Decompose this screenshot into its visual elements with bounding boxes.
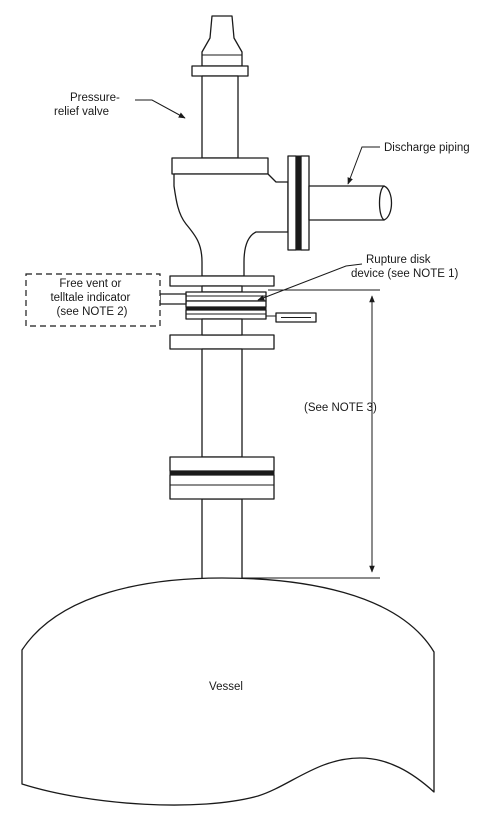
- leader-discharge-piping: [347, 146, 380, 185]
- label-vessel: Vessel: [209, 681, 243, 693]
- leader-pressure-relief-valve: [135, 99, 186, 119]
- telltale-tube: [159, 293, 187, 305]
- valve-cap: [201, 15, 243, 67]
- free-vent-box: [25, 273, 161, 327]
- label-pressure-relief-valve: Pressure- relief valve: [54, 92, 123, 118]
- label-discharge-piping: Discharge piping: [384, 142, 470, 154]
- label-free-vent: Free vent or telltale indicator (see NOT…: [50, 278, 133, 318]
- valve-bonnet: [191, 65, 249, 159]
- label-see-note-3: (See NOTE 3): [304, 402, 377, 414]
- outlet-flange: [287, 155, 310, 251]
- leader-rupture-disk: [257, 263, 363, 301]
- vessel: [21, 577, 435, 806]
- inlet-pipe: [201, 318, 243, 580]
- label-rupture-disk-device: Rupture disk device (see NOTE 1): [351, 254, 459, 280]
- valve-inlet-flange: [169, 275, 275, 287]
- upper-spool: [201, 285, 243, 293]
- discharge-pipe: [308, 185, 393, 221]
- rupture-disk-holder: [185, 291, 267, 320]
- pipe-flange-pair: [169, 456, 275, 500]
- valve-body: [171, 157, 289, 277]
- rupture-disk-tag: [266, 312, 317, 323]
- dimension-line: [242, 289, 380, 579]
- lower-flange: [169, 334, 275, 350]
